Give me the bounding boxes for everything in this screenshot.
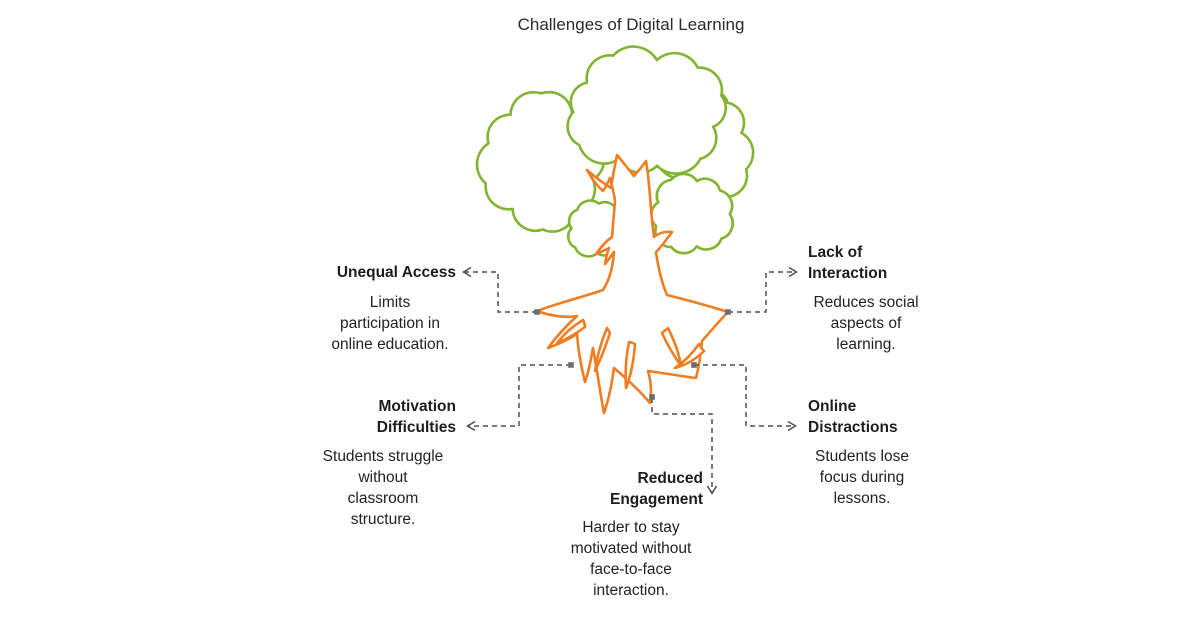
arrow-right-icon bbox=[788, 266, 798, 278]
node-label-motivation-difficulties: Motivation Difficulties bbox=[376, 398, 456, 436]
connector-lack-of-interaction bbox=[728, 271, 796, 313]
connector-unequal-access bbox=[464, 271, 537, 313]
node-label-reduced-engagement: Reduced Engagement bbox=[609, 470, 703, 508]
connector-motivation-difficulties bbox=[468, 364, 571, 427]
root-sliver-icon bbox=[660, 326, 683, 368]
root-sliver-icon bbox=[555, 318, 587, 345]
connection-point-marker bbox=[568, 362, 574, 368]
connector-online-distractions bbox=[694, 364, 795, 427]
node-desc-motivation-difficulties: Students struggle without classroom stru… bbox=[322, 448, 444, 528]
connection-point-marker bbox=[534, 309, 540, 315]
node-desc-reduced-engagement: Harder to stay motivated without face-to… bbox=[570, 519, 692, 599]
root-sliver-icon bbox=[624, 340, 637, 390]
node-label-unequal-access: Unequal Access bbox=[336, 264, 456, 281]
root-sliver-icon bbox=[593, 326, 612, 373]
node-desc-unequal-access: Limits participation in online education… bbox=[331, 294, 449, 353]
arrow-left-icon bbox=[466, 420, 476, 432]
node-desc-online-distractions: Students lose focus during lessons. bbox=[815, 448, 909, 507]
node-label-online-distractions: Online Distractions bbox=[808, 398, 898, 436]
connection-point-marker bbox=[649, 394, 655, 400]
node-desc-lack-of-interaction: Reduces social aspects of learning. bbox=[813, 294, 919, 353]
tree-trunk-and-roots-icon bbox=[535, 153, 730, 415]
connection-point-marker bbox=[691, 362, 697, 368]
arrow-right-icon bbox=[787, 420, 797, 432]
root-sliver-icon bbox=[673, 342, 706, 370]
connector-reduced-engagement bbox=[651, 398, 713, 493]
arrow-left-icon bbox=[462, 266, 472, 278]
arrow-down-icon bbox=[706, 485, 718, 495]
node-label-lack-of-interaction: Lack of Interaction bbox=[808, 244, 888, 282]
connection-point-marker bbox=[725, 309, 731, 315]
diagram-title: Challenges of Digital Learning bbox=[517, 15, 745, 34]
canopy-cloud-icon bbox=[566, 45, 728, 175]
